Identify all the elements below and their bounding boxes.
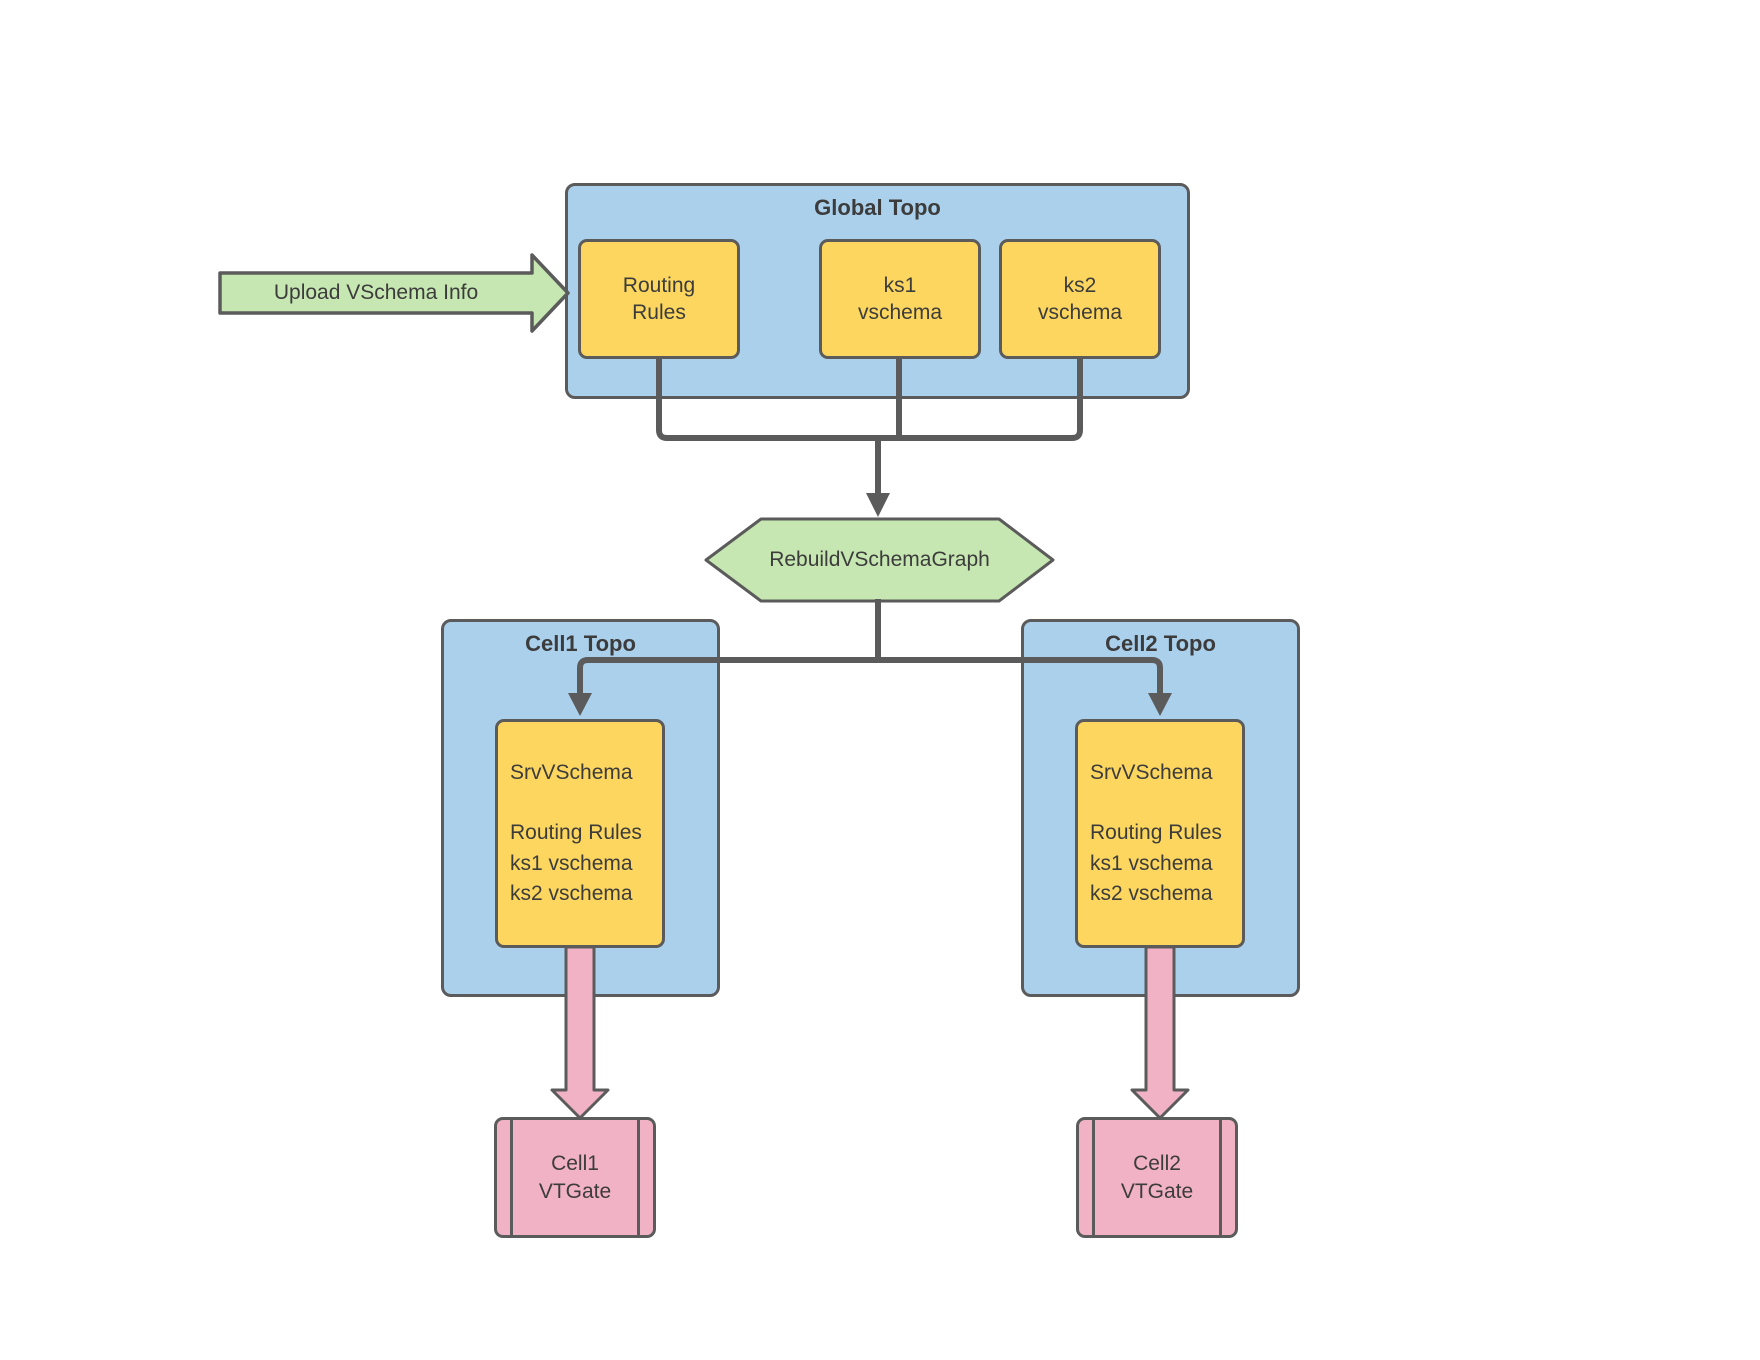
node-ks2-vschema-label: ks2 vschema — [1037, 273, 1123, 324]
cell2-vtgate-left-inset-line — [1092, 1120, 1095, 1235]
cell1-vtgate-label: Cell1 VTGate — [538, 1152, 612, 1203]
node-ks1-vschema: ks1 vschema — [819, 239, 981, 359]
global-topo-title: Global Topo — [814, 195, 941, 220]
node-routing-rules-label: Routing Rules — [622, 273, 696, 324]
node-ks1-vschema-label: ks1 vschema — [857, 273, 943, 324]
cell2-vtgate-box: Cell2 VTGate — [1076, 1117, 1238, 1238]
cell2-vtgate-label: Cell2 VTGate — [1120, 1152, 1194, 1203]
cell1-vtgate-left-inset-line — [510, 1120, 513, 1235]
cell2-srvvschema-text: SrvVSchema Routing Rules ks1 vschema ks2… — [1090, 761, 1222, 905]
bus-arrowhead — [866, 493, 890, 517]
cell1-vtgate-right-inset-line — [637, 1120, 640, 1235]
node-ks2-vschema: ks2 vschema — [999, 239, 1161, 359]
cell2-topo-title: Cell2 Topo — [1105, 631, 1216, 656]
cell1-topo-title: Cell1 Topo — [525, 631, 636, 656]
cell2-vtgate-right-inset-line — [1219, 1120, 1222, 1235]
cell2-srvvschema-box: SrvVSchema Routing Rules ks1 vschema ks2… — [1075, 719, 1245, 948]
cell1-srvvschema-text: SrvVSchema Routing Rules ks1 vschema ks2… — [510, 761, 642, 905]
cell1-vtgate-box: Cell1 VTGate — [494, 1117, 656, 1238]
node-routing-rules: Routing Rules — [578, 239, 740, 359]
upload-vschema-arrow-label: Upload VSchema Info — [273, 281, 479, 305]
rebuild-hexagon-label: RebuildVSchemaGraph — [769, 548, 990, 572]
cell1-srvvschema-box: SrvVSchema Routing Rules ks1 vschema ks2… — [495, 719, 665, 948]
